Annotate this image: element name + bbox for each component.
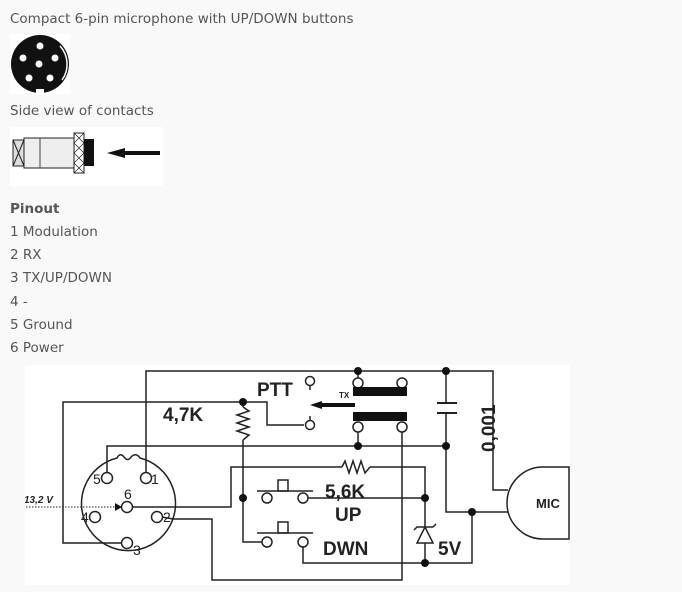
- connector-front-image: [10, 34, 70, 94]
- resistor-4k7-label: 4,7K: [163, 405, 203, 426]
- pinout-item: 1 Modulation: [10, 224, 98, 240]
- zener-label: 5V: [438, 539, 462, 560]
- resistor-5k6-label: 5,6K: [325, 482, 365, 503]
- pin-3-label: 3: [133, 542, 141, 558]
- capacitor-label: 0,001: [479, 404, 500, 452]
- tx-label: TX: [339, 391, 350, 400]
- ptt-label: PTT: [257, 380, 293, 401]
- pinout-item: 5 Ground: [10, 317, 73, 333]
- pin-2-label: 2: [163, 509, 171, 525]
- pinout-item: 6 Power: [10, 340, 64, 356]
- side-view-label: Side view of contacts: [10, 103, 154, 119]
- pinout-heading: Pinout: [10, 201, 60, 217]
- mic-label: MIC: [536, 496, 560, 511]
- wiring-schematic: PTT TX 4,7K 5,6K UP DWN 5V 0,001 MIC 13,…: [25, 365, 570, 585]
- pinout-item: 2 RX: [10, 247, 42, 263]
- pinout-item: 3 TX/UP/DOWN: [10, 270, 112, 286]
- page-title: Compact 6-pin microphone with UP/DOWN bu…: [10, 11, 354, 27]
- pin-1-label: 1: [151, 471, 159, 487]
- voltage-label: 13,2 V: [25, 495, 54, 506]
- up-label: UP: [335, 505, 362, 526]
- pin-6-label: 6: [124, 486, 132, 502]
- pin-5-label: 5: [93, 471, 101, 487]
- pin-4-label: 4: [81, 509, 89, 525]
- down-label: DWN: [323, 539, 368, 560]
- connector-side-image: [10, 127, 163, 186]
- pinout-item: 4 -: [10, 294, 28, 310]
